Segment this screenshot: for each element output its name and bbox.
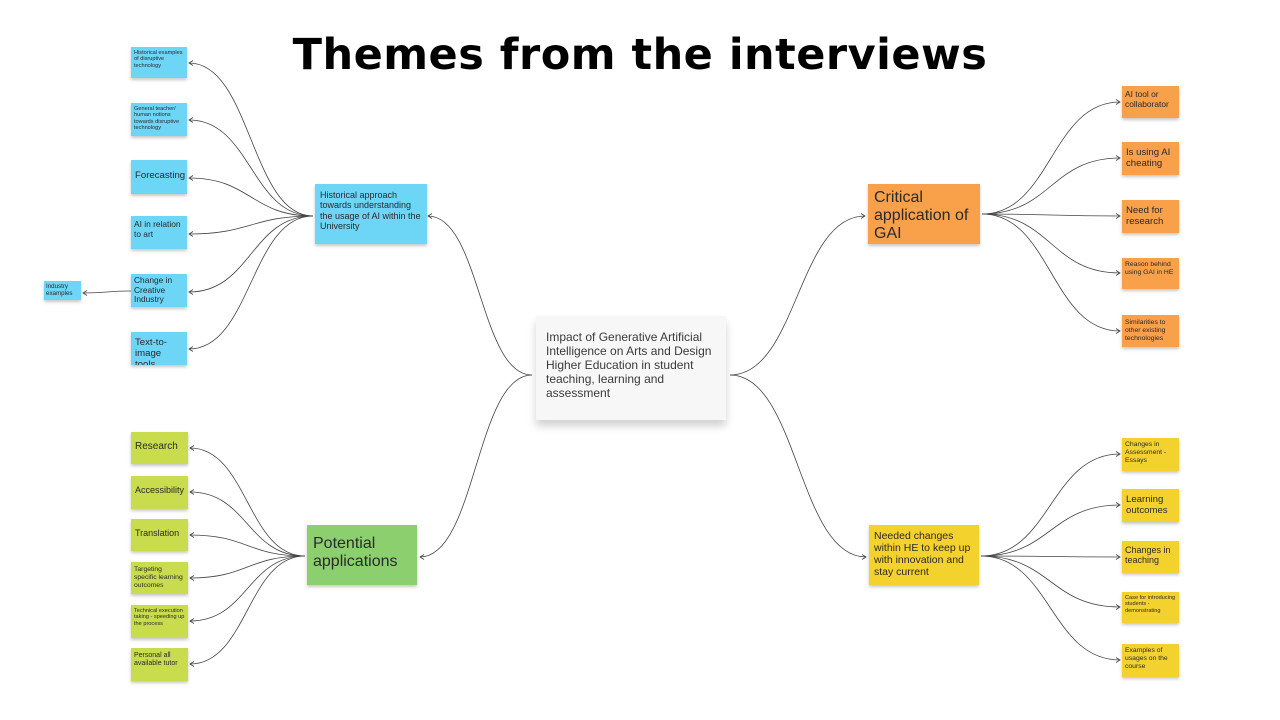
connector-arrowhead <box>189 575 195 581</box>
connector-arrowhead <box>1115 155 1121 161</box>
connector-line <box>981 213 1121 332</box>
slide-title: Themes from the interviews <box>292 30 988 80</box>
connector-arrowhead <box>1115 328 1121 334</box>
connector-arrowhead <box>188 117 194 123</box>
connector-line <box>981 101 1121 215</box>
connector-line <box>981 213 1121 274</box>
connector-arrowhead <box>1115 554 1121 560</box>
connector-arrowhead <box>427 213 433 219</box>
connector-arrowhead <box>189 661 195 667</box>
connector-line <box>188 215 314 350</box>
examples-usages-note[interactable]: Examples of usages on the course <box>1122 644 1179 677</box>
connector-line <box>981 213 1121 217</box>
connector-line <box>419 374 533 558</box>
connector-line <box>729 215 866 376</box>
central-topic-note[interactable]: Impact of Generative Artificial Intellig… <box>536 316 726 420</box>
connector-arrowhead <box>1115 657 1121 663</box>
technical-execution-note[interactable]: Technical execution taking - speeding up… <box>131 605 188 638</box>
connector-line <box>981 157 1121 215</box>
potential-applications-note[interactable]: Potential applications <box>307 525 417 585</box>
connector-arrowhead <box>1115 213 1121 219</box>
connector-line <box>188 119 314 217</box>
connector-line <box>188 62 314 217</box>
connector-arrowhead <box>189 489 195 495</box>
accessibility-note[interactable]: Accessibility <box>131 476 188 509</box>
industry-examples-note[interactable]: Industry examples <box>44 281 81 300</box>
connector-line <box>188 177 314 217</box>
research-note[interactable]: Research <box>131 432 188 464</box>
creative-industry-note[interactable]: Change in Creative Industry <box>131 274 187 307</box>
connector-line <box>980 555 1121 608</box>
learning-outcomes-note[interactable]: Learning outcomes <box>1122 489 1179 522</box>
ai-art-note[interactable]: AI in relation to art <box>131 216 187 249</box>
connector-line <box>980 555 1121 661</box>
connector-line <box>82 290 132 294</box>
connector-arrowhead <box>1115 451 1121 457</box>
connector-arrowhead <box>189 532 195 538</box>
connector-arrowhead <box>1115 604 1121 610</box>
connector-line <box>427 215 533 376</box>
teacher-notions-note[interactable]: General teacher/ human notions towards d… <box>131 103 187 136</box>
connector-line <box>729 374 867 558</box>
changes-assessment-note[interactable]: Changes in Assessment - Essays <box>1122 438 1179 471</box>
connector-arrowhead <box>419 554 425 560</box>
connector-arrowhead <box>861 554 867 560</box>
forecasting-note[interactable]: Forecasting <box>131 160 187 194</box>
connector-arrowhead <box>189 618 195 624</box>
connector-arrowhead <box>188 289 194 295</box>
connector-line <box>188 215 314 293</box>
connector-line <box>189 555 306 622</box>
case-introducing-note[interactable]: Case for introducing students - demonstr… <box>1122 592 1179 623</box>
ai-tool-collaborator-note[interactable]: AI tool or collaborator <box>1122 86 1179 118</box>
historical-approach-note[interactable]: Historical approach towards understandin… <box>315 184 427 244</box>
connector-arrowhead <box>188 346 194 352</box>
text-to-image-note[interactable]: Text-to-image tools <box>131 332 187 365</box>
critical-application-note[interactable]: Critical application of GAI <box>868 184 980 244</box>
connector-arrowhead <box>188 60 194 66</box>
connector-line <box>189 491 306 557</box>
ai-cheating-note[interactable]: Is using AI cheating <box>1122 142 1179 175</box>
connector-line <box>189 555 306 579</box>
targeting-outcomes-note[interactable]: Targeting specific learning outcomes <box>131 562 188 594</box>
connector-arrowhead <box>82 290 88 296</box>
connector-arrowhead <box>1115 502 1121 508</box>
connector-line <box>189 555 306 665</box>
changes-teaching-note[interactable]: Changes in teaching <box>1122 541 1179 573</box>
need-for-research-note[interactable]: Need for research <box>1122 200 1179 233</box>
connector-arrowhead <box>189 445 195 451</box>
connector-line <box>189 447 306 557</box>
connector-arrowhead <box>1115 270 1121 276</box>
connector-arrowhead <box>1115 99 1121 105</box>
personal-tutor-note[interactable]: Personal all available tutor <box>131 648 188 681</box>
connector-line <box>980 453 1121 557</box>
translation-note[interactable]: Translation <box>131 519 188 551</box>
connector-line <box>980 504 1121 557</box>
connector-line <box>189 534 306 557</box>
needed-changes-note[interactable]: Needed changes within HE to keep up with… <box>869 525 979 585</box>
connector-line <box>980 555 1121 558</box>
connector-line <box>188 215 314 235</box>
connector-arrowhead <box>188 175 194 181</box>
connector-arrowhead <box>860 213 866 219</box>
connector-arrowhead <box>188 231 194 237</box>
historical-examples-note[interactable]: Historical examples of disruptive techno… <box>131 47 187 78</box>
similarities-technologies-note[interactable]: Similarities to other existing technolog… <box>1122 315 1179 347</box>
reason-gai-he-note[interactable]: Reason behind using GAI in HE <box>1122 258 1179 289</box>
